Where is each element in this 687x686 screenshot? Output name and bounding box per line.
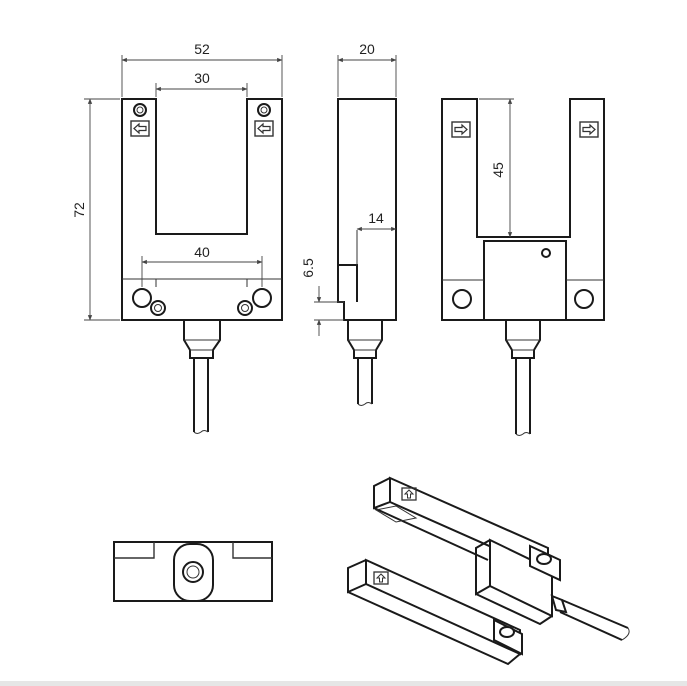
iso-upper-arm-end-pad: [374, 505, 418, 523]
bottom-view: [113, 541, 273, 602]
front-small-screw-left: [150, 300, 166, 316]
dim-side-step: 14: [368, 210, 384, 226]
isometric-view: [347, 476, 630, 666]
front-mount-hole-left: [132, 288, 152, 308]
iso-cable-gland: [550, 594, 568, 614]
iso-mount-hole-bottom: [499, 626, 515, 638]
dim-side-offset: 6.5: [300, 258, 316, 278]
front-view: 52 30 40 72: [71, 41, 283, 434]
side-view-outline: [337, 98, 397, 321]
bottom-cable-boss: [173, 543, 214, 602]
front-mount-hole-right: [252, 288, 272, 308]
iso-mount-hole-top: [536, 553, 552, 565]
bottom-border-strip: [0, 681, 687, 686]
side-view-step: [337, 264, 358, 302]
back-mount-hole-right: [574, 289, 594, 309]
bottom-cable-hole-inner: [186, 565, 200, 579]
arrow-left-icon: [130, 120, 150, 137]
arrow-right-icon: [579, 121, 599, 138]
arrow-up-icon: [373, 571, 389, 585]
back-view: 45: [441, 98, 605, 436]
arrow-right-icon: [451, 121, 471, 138]
arrow-up-icon: [401, 487, 417, 501]
dim-hole-spacing: 40: [194, 244, 210, 260]
front-small-screw-right: [237, 300, 253, 316]
side-cable-gland: [347, 320, 383, 359]
back-led-indicator: [541, 248, 551, 258]
dim-slot-width: 30: [194, 70, 210, 86]
iso-center-body-bottom: [475, 593, 553, 626]
front-cable-break: [193, 430, 209, 434]
dim-height: 72: [71, 202, 87, 218]
dim-front-width: 52: [194, 41, 210, 57]
bottom-cable-hole: [182, 561, 204, 583]
iso-upper-arm-bottom-edge: [373, 507, 489, 561]
dim-slot-depth: 45: [490, 162, 506, 178]
arrow-left-icon: [254, 120, 274, 137]
iso-cable-top: [561, 599, 629, 629]
iso-cable-end: [621, 627, 630, 641]
iso-upper-arm-side: [373, 477, 391, 510]
side-cable-break: [357, 402, 373, 406]
back-cable-break: [515, 432, 531, 436]
iso-cable-bottom: [559, 611, 623, 641]
iso-lower-arm-bottom-edge: [347, 591, 521, 666]
bottom-notch-left: [114, 542, 155, 559]
iso-center-body-side: [475, 539, 491, 596]
front-top-screw-left: [133, 103, 147, 117]
dim-side-depth: 20: [359, 41, 375, 57]
front-view-outline: [121, 98, 283, 321]
side-view: 20 14 6.5: [300, 41, 397, 406]
bottom-notch-right: [232, 542, 272, 559]
front-top-screw-right: [257, 103, 271, 117]
iso-lower-arm-side: [347, 559, 367, 594]
front-cable-gland: [183, 320, 221, 359]
back-center-block: [483, 240, 567, 321]
back-mount-hole-left: [452, 289, 472, 309]
back-cable-gland: [505, 320, 541, 359]
